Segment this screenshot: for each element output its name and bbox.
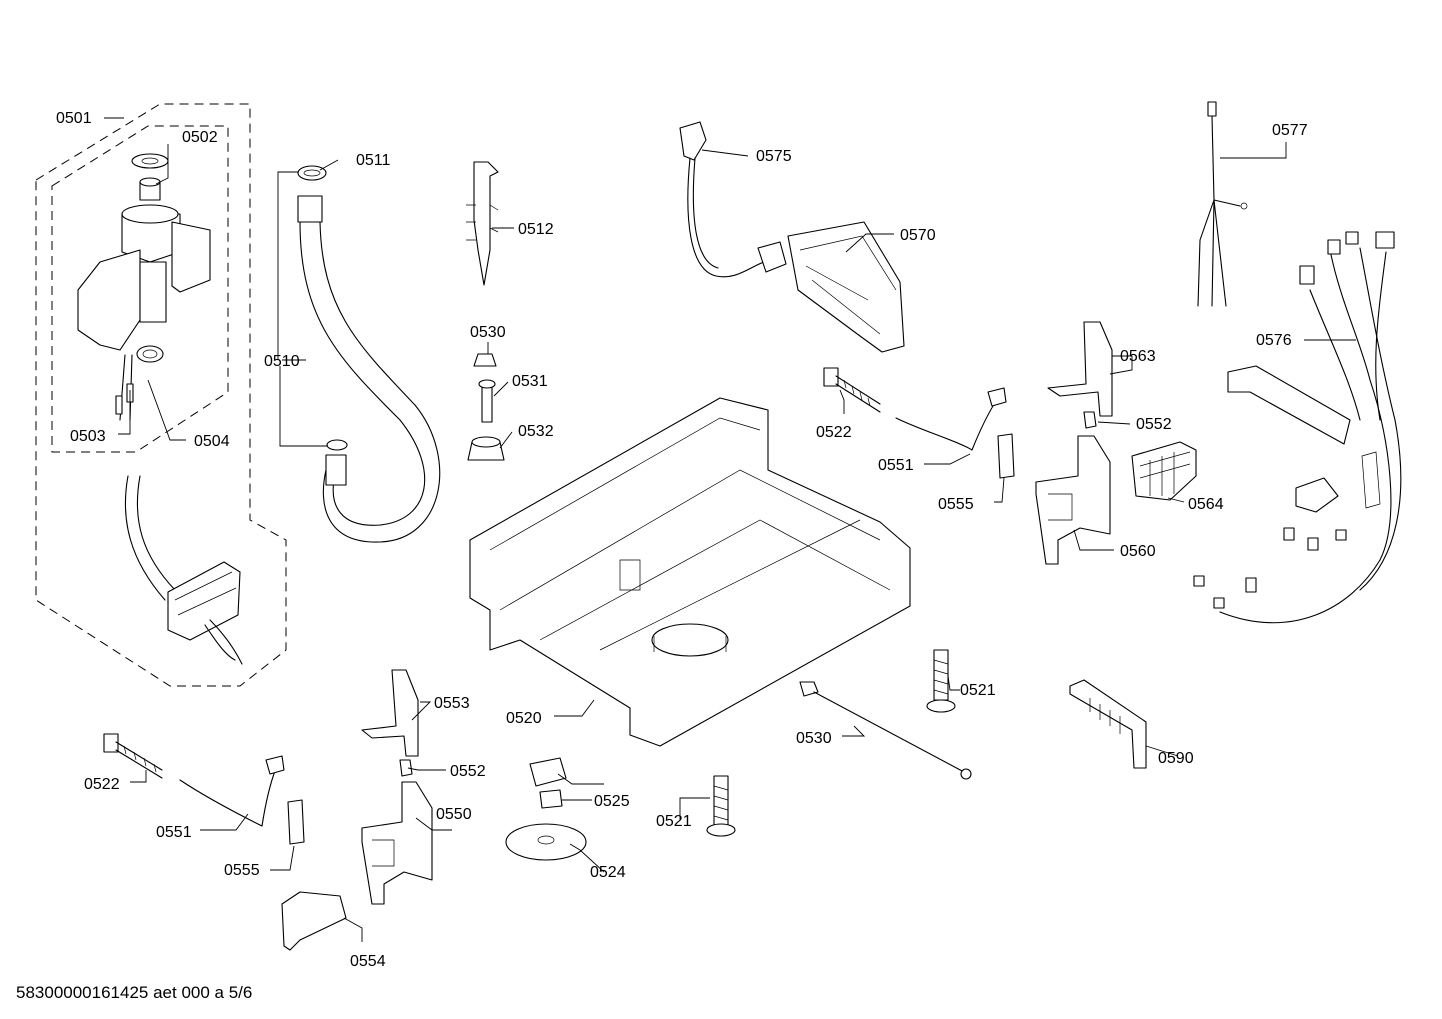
- part-cover-0554: [281, 891, 347, 951]
- label-0560: 0560: [1120, 543, 1156, 560]
- label-0511: 0511: [356, 152, 391, 169]
- part-bracket-0550: [361, 781, 433, 905]
- part-disc-0524: [505, 823, 587, 861]
- part-cable-0551-left: [179, 755, 285, 827]
- label-0575: 0575: [756, 148, 792, 165]
- part-basket-0564: [1131, 441, 1197, 501]
- label-0577: 0577: [1272, 122, 1308, 139]
- part-sensor-0525: [529, 757, 567, 809]
- part-wiring-harness-0576: [1193, 231, 1402, 624]
- label-0531: 0531: [512, 373, 548, 390]
- label-0530-rod: 0530: [796, 730, 832, 747]
- part-inlet-hose-0504: [124, 475, 243, 665]
- leader-lines: [104, 117, 1356, 942]
- part-screw-0521-left: [706, 775, 736, 837]
- part-hinge-0563: [1047, 321, 1113, 417]
- label-0504: 0504: [194, 433, 230, 450]
- part-clip-0552-right: [1083, 411, 1097, 429]
- label-0576: 0576: [1256, 332, 1292, 349]
- label-0532: 0532: [518, 423, 554, 440]
- label-0553: 0553: [434, 695, 470, 712]
- part-cable-0551-right: [895, 387, 1007, 451]
- part-screw-0521-right: [926, 649, 956, 713]
- label-0551-right: 0551: [878, 457, 914, 474]
- label-0590: 0590: [1158, 750, 1194, 767]
- label-0555-left: 0555: [224, 862, 260, 879]
- part-base-0520: [469, 397, 911, 747]
- label-0525: 0525: [594, 793, 630, 810]
- label-0510: 0510: [264, 353, 300, 370]
- label-0563: 0563: [1120, 348, 1156, 365]
- part-foot-0512: [466, 161, 499, 286]
- label-0552-right: 0552: [1136, 416, 1172, 433]
- part-ramp-0590: [1069, 679, 1147, 769]
- part-spring-0522-right: [823, 367, 881, 413]
- label-0550: 0550: [436, 806, 472, 823]
- label-0522-right: 0522: [816, 424, 852, 441]
- part-spring-0522-left: [103, 733, 163, 779]
- label-0503: 0503: [70, 428, 106, 445]
- label-0501: 0501: [56, 110, 92, 127]
- part-hose-0510: [297, 165, 441, 543]
- label-0554: 0554: [350, 953, 386, 970]
- part-control-module-0570: [787, 221, 905, 353]
- part-water-valve: [77, 153, 211, 421]
- label-0551-left: 0551: [156, 824, 192, 841]
- document-footer-id: 58300000161425 aet 000 a 5/6: [16, 983, 252, 1002]
- label-0552-left: 0552: [450, 763, 486, 780]
- part-bracket-0560: [1035, 435, 1111, 565]
- label-0564: 0564: [1188, 496, 1224, 513]
- part-hinge-0553: [361, 669, 419, 757]
- label-0512: 0512: [518, 221, 554, 238]
- label-0520: 0520: [506, 710, 542, 727]
- label-0555-right: 0555: [938, 496, 974, 513]
- label-0521-left: 0521: [656, 813, 692, 830]
- label-0524: 0524: [590, 864, 626, 881]
- label-0530-top: 0530: [470, 324, 506, 341]
- part-small-0530-0532: [467, 353, 505, 461]
- assembly-0501-outline: [35, 103, 287, 687]
- part-clip-0555-right: [997, 433, 1015, 479]
- label-0521-right: 0521: [960, 682, 996, 699]
- part-labels: 0501 0502 0503 0504 0510 0511 0512 0530 …: [56, 110, 1308, 970]
- part-clip-0555-left: [287, 799, 305, 845]
- part-power-cable-0575: [679, 121, 787, 278]
- part-wiring-0577: [1197, 101, 1248, 307]
- label-0522-left: 0522: [84, 776, 120, 793]
- part-clip-0552-left: [399, 759, 413, 777]
- label-0502: 0502: [182, 129, 218, 146]
- part-rod-0530: [799, 681, 972, 780]
- label-0570: 0570: [900, 227, 936, 244]
